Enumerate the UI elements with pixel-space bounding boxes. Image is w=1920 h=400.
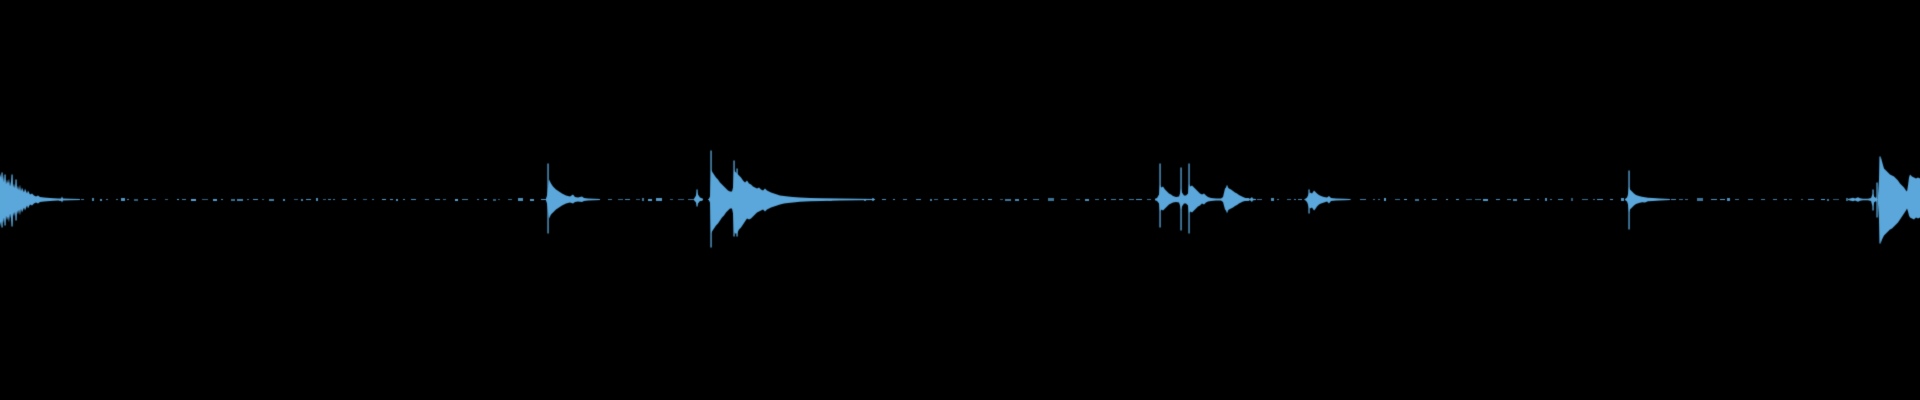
waveform-container	[0, 0, 1920, 400]
audio-waveform[interactable]	[0, 0, 1920, 400]
